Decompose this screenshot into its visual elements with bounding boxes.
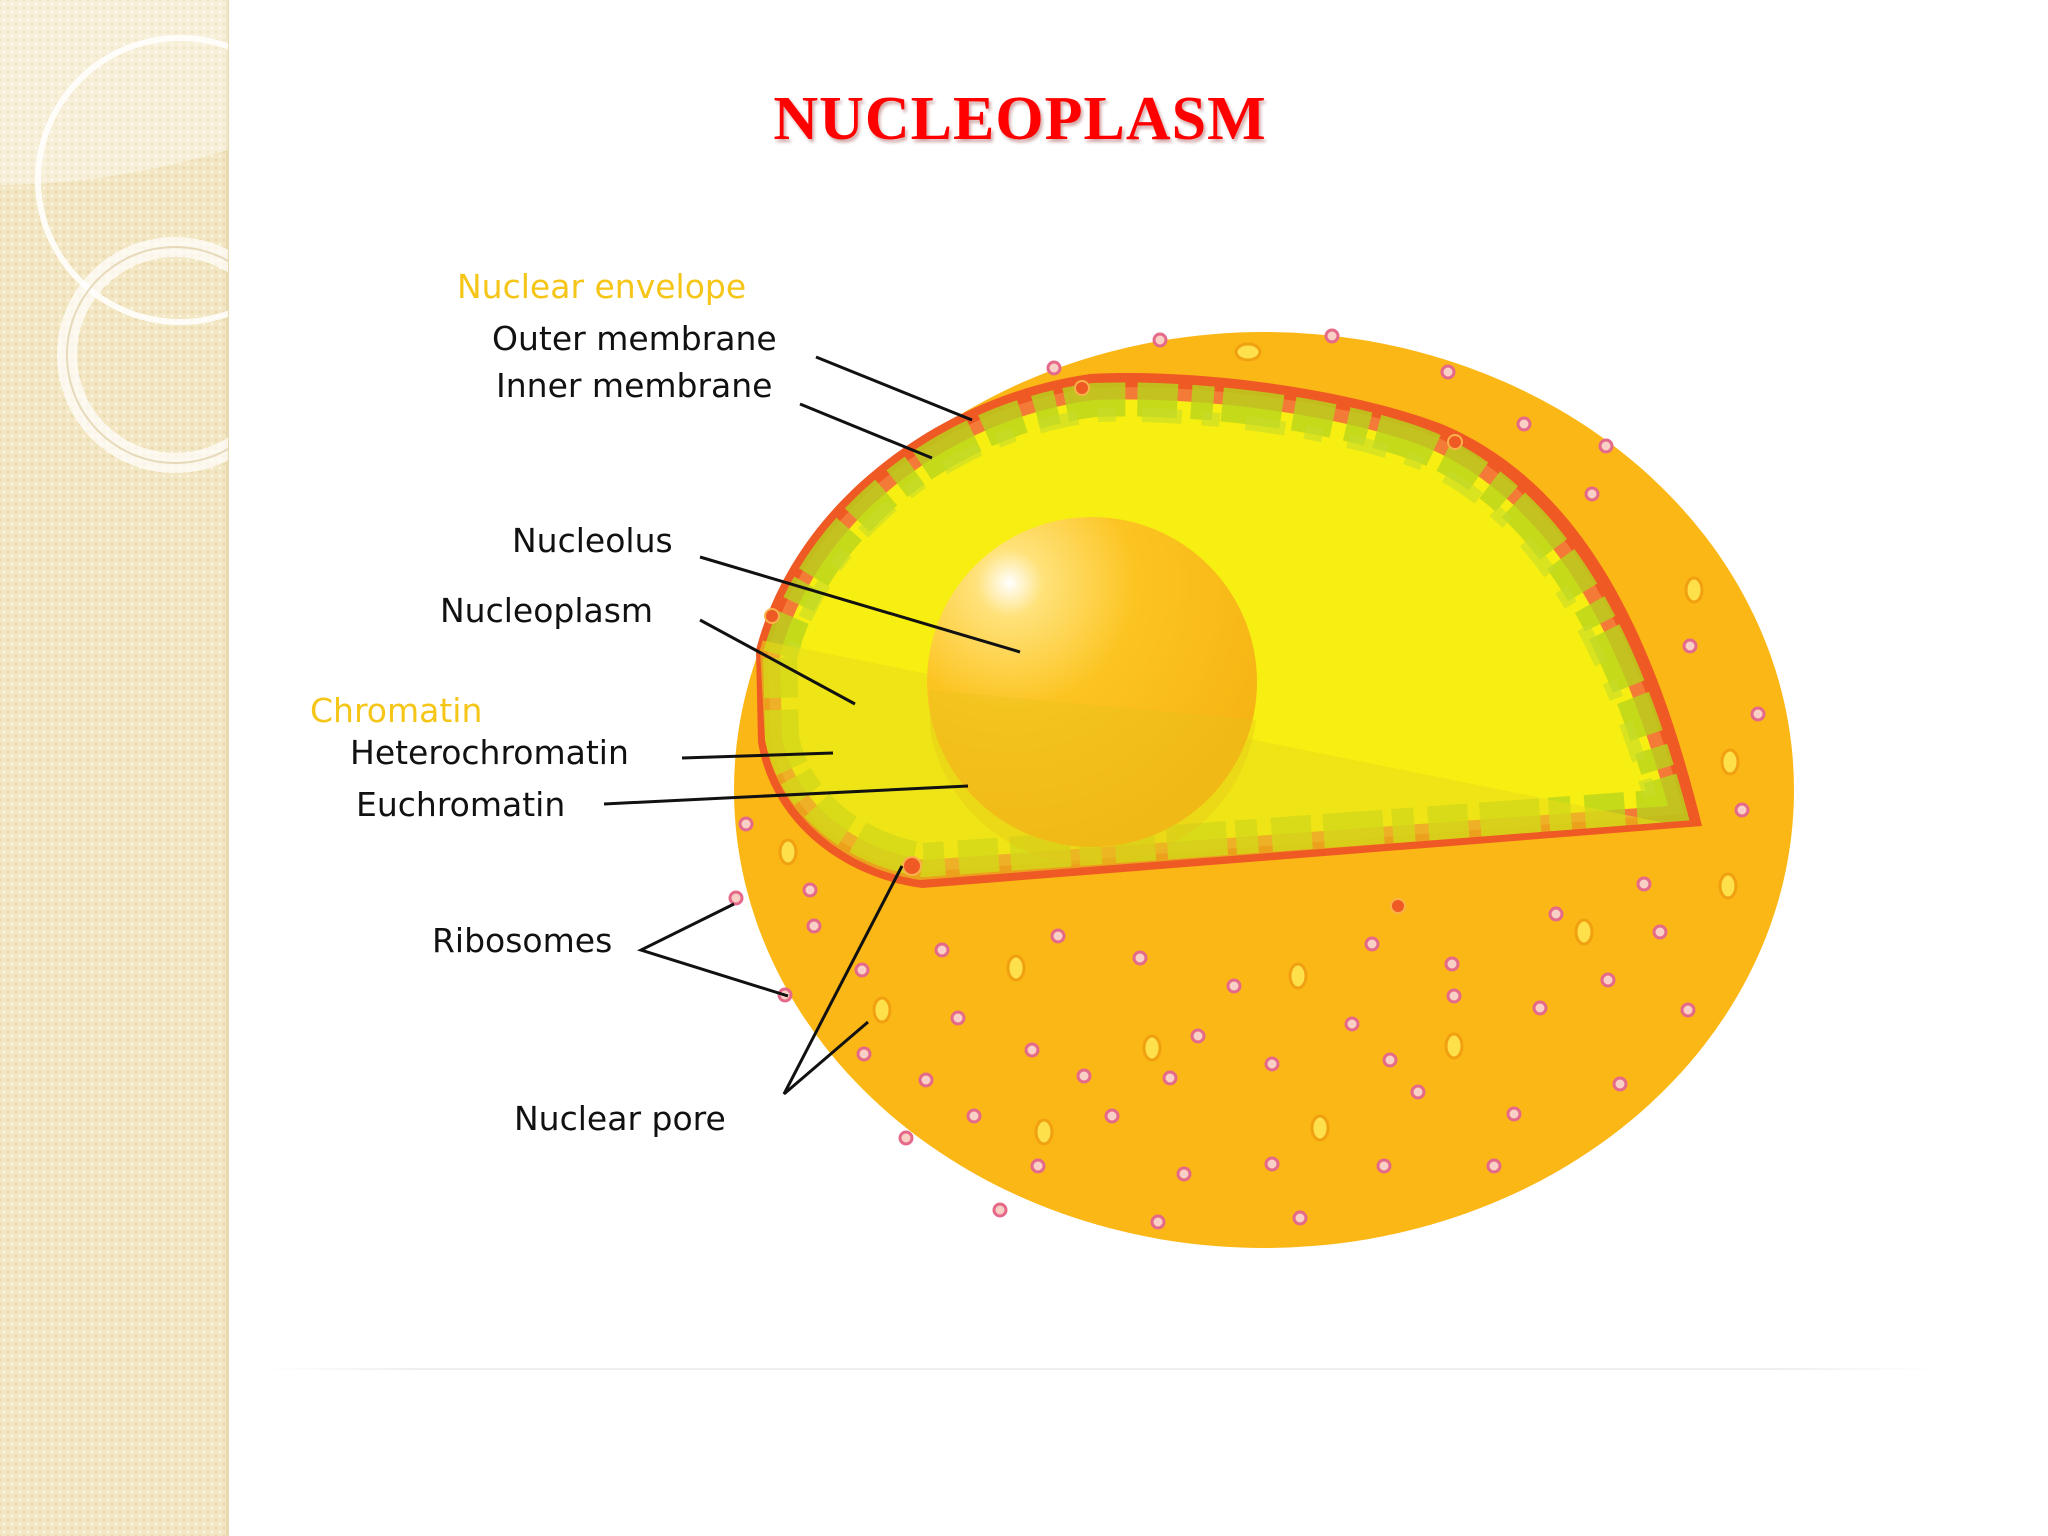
inner-membrane-label: Inner membrane xyxy=(496,366,772,405)
nucleolus-shape xyxy=(927,517,1257,847)
euchromatin-label: Euchromatin xyxy=(356,785,565,824)
leader-lines xyxy=(603,355,1021,1096)
outer-membrane-label: Outer membrane xyxy=(492,319,777,358)
nuclear-pore-label: Nuclear pore xyxy=(514,1099,726,1138)
ribosome-dots xyxy=(728,328,1766,1230)
ribosomes-label: Ribosomes xyxy=(432,921,612,960)
chromatin-group-label: Chromatin xyxy=(310,691,482,730)
decorative-rings xyxy=(0,0,228,473)
sidebar-edge xyxy=(226,0,229,1536)
footer-divider xyxy=(258,1368,1938,1370)
slide-title: NUCLEOPLASM xyxy=(773,85,1267,153)
nucleolus-label: Nucleolus xyxy=(512,521,673,560)
nuclear-pores xyxy=(764,380,1463,914)
nucleoplasm-label: Nucleoplasm xyxy=(440,591,653,630)
nuclear-envelope-group-label: Nuclear envelope xyxy=(457,267,746,306)
surface-pores xyxy=(778,342,1740,1146)
heterochromatin-label: Heterochromatin xyxy=(350,733,629,772)
